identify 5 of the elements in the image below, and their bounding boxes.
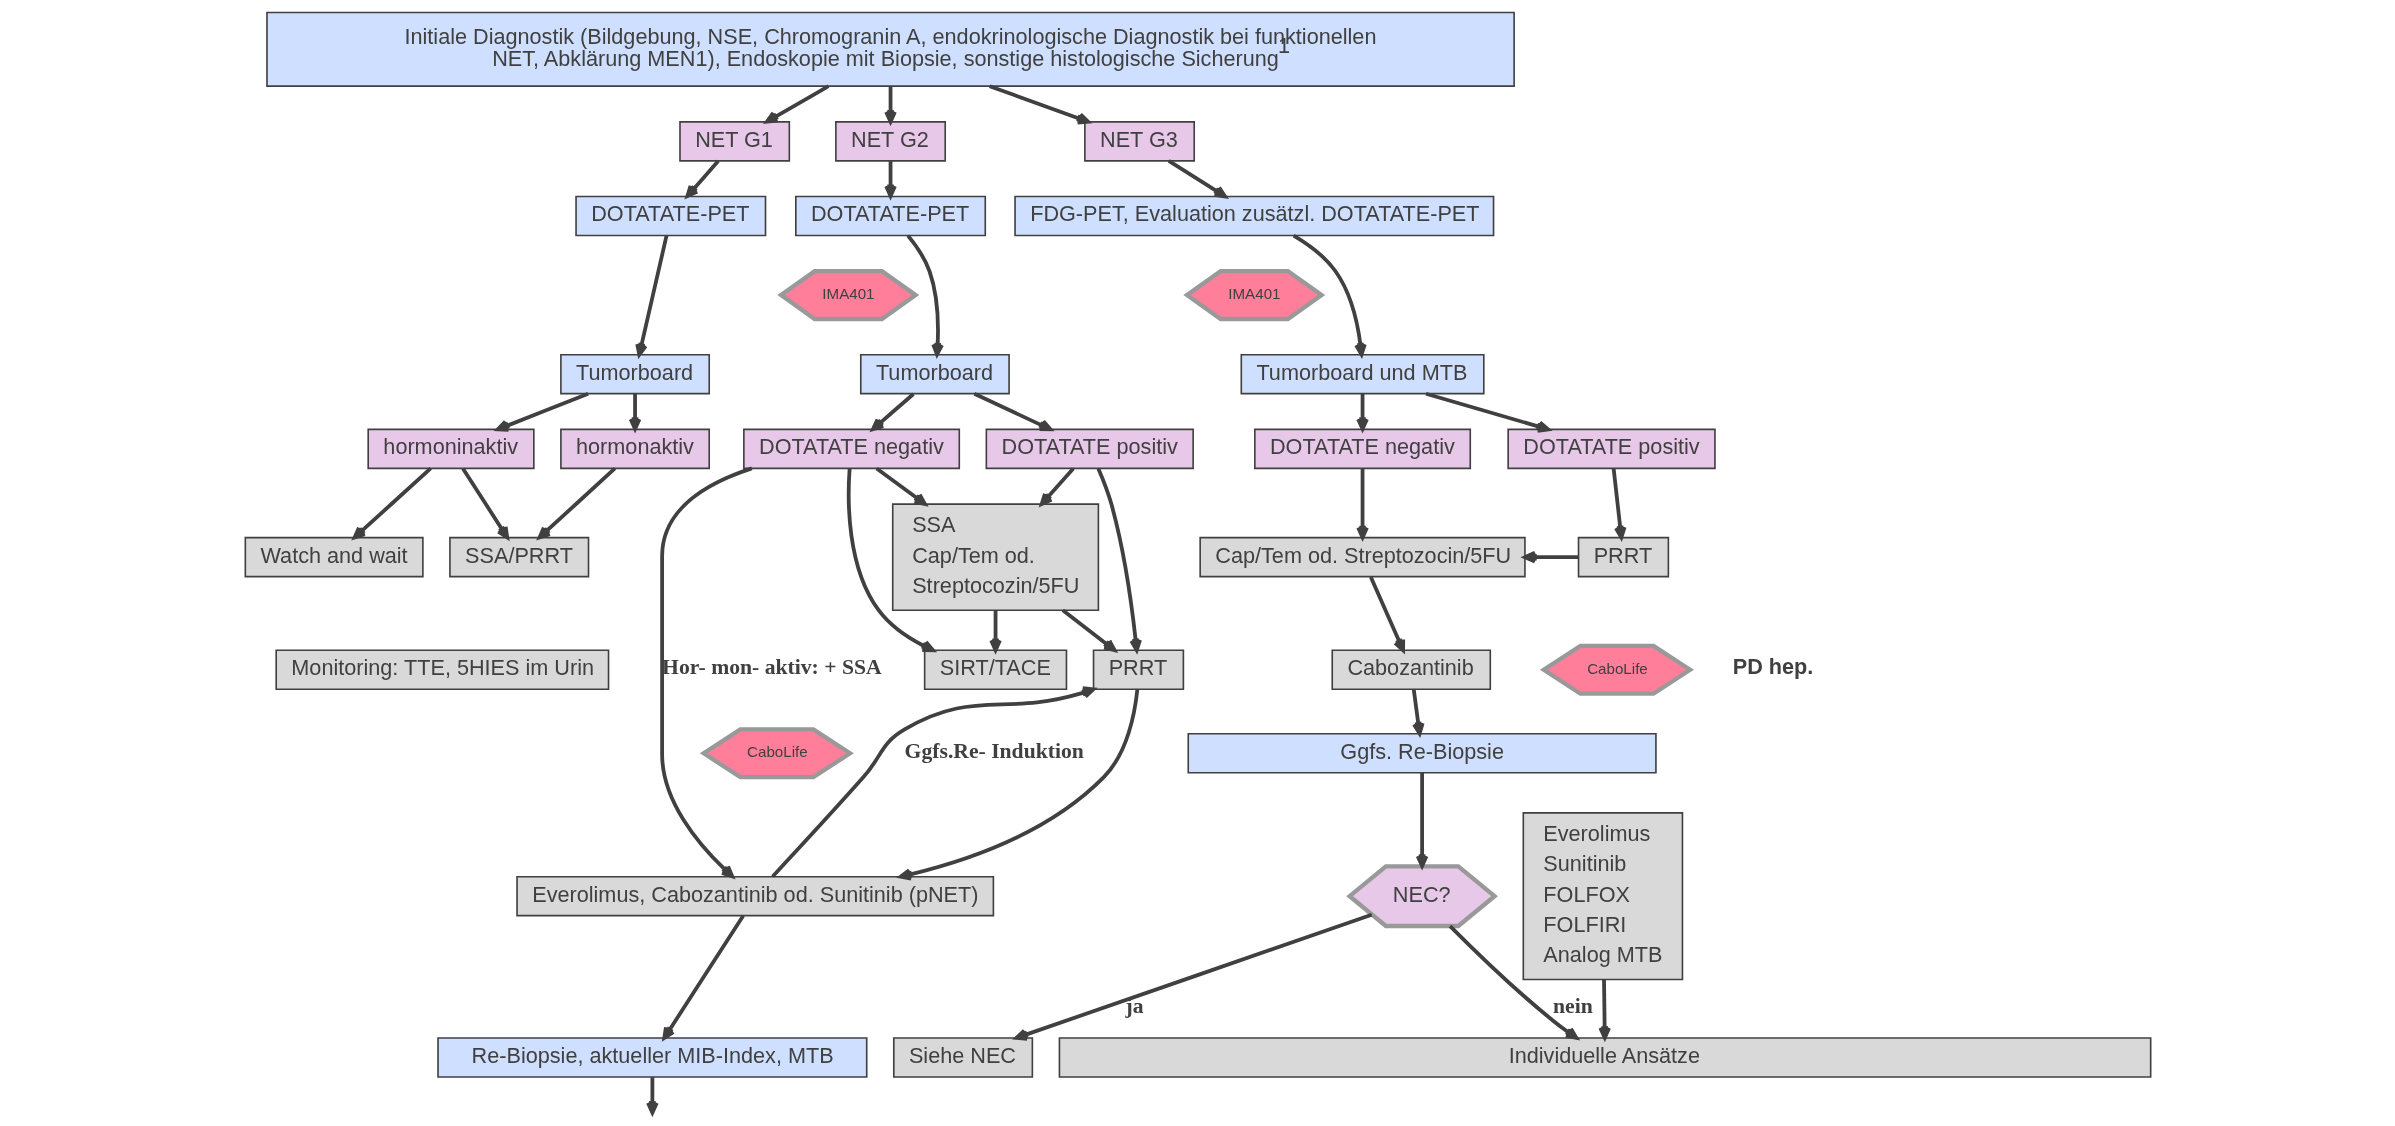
- edge-label: ja: [1124, 994, 1143, 1019]
- edge-label: nein: [1552, 994, 1593, 1019]
- label: PD hep.: [1732, 654, 1813, 680]
- edge-label: Hor- mon- aktiv: + SSA: [661, 655, 882, 680]
- edge-label: Ggfs.Re- Induktion: [904, 738, 1084, 763]
